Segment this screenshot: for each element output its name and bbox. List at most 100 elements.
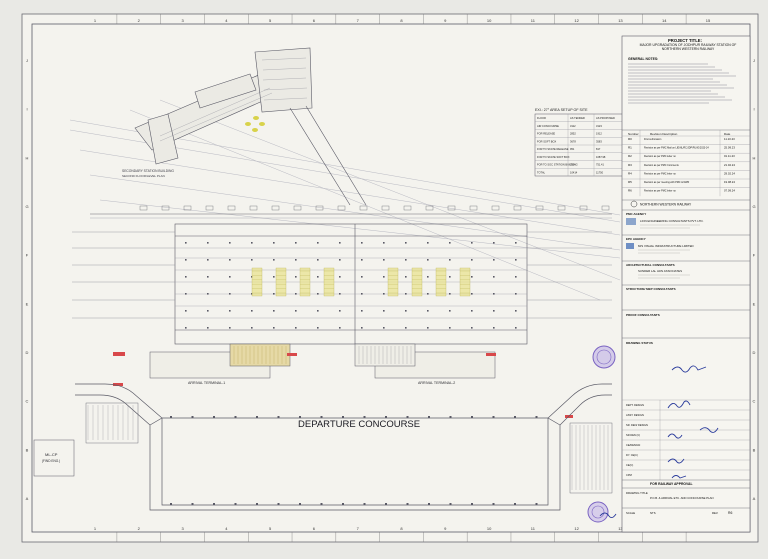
- grid-row-label-right: J: [753, 58, 755, 63]
- grid-col-label-top: 3: [181, 18, 184, 23]
- mlcp-box: [33, 439, 75, 477]
- secondary-building-label: SECONDARY STATION BUILDING: [122, 169, 174, 173]
- client-logo-icon: [630, 200, 638, 208]
- revision-description: Revision as per PMC letter no: [644, 190, 676, 193]
- grid-col-label-top: 4: [225, 18, 228, 23]
- grid-row-label-left: I: [26, 107, 27, 112]
- grid-col-label-top: 1: [94, 18, 97, 23]
- epc-name: M/S VISHAL INFRASTRUCTURE LIMITED: [638, 244, 694, 248]
- grid-col-label-bottom: 3: [181, 526, 184, 531]
- parking-right: [569, 422, 613, 494]
- grid-row-label-right: E: [753, 301, 756, 306]
- signature-row-label: CPM: [626, 473, 632, 477]
- signature-row-label: SR. DEN/ DESIGN: [626, 423, 648, 427]
- platform-markers: [90, 205, 612, 219]
- revision-date: 01.11.23: [724, 154, 735, 158]
- arrival-hatching: [233, 346, 412, 364]
- area-table-cell: FOR SOFT BOX: [537, 139, 557, 143]
- official-stamp-bottom-icon: [587, 501, 609, 523]
- signature-marks: [599, 365, 719, 519]
- area-table-cell: FOR TO SKATE SOFT BOX: [537, 155, 570, 159]
- architect-label: ARCHITECTURAL CONSULTANTS: [626, 263, 675, 267]
- area-table-cell: 10414: [570, 170, 578, 174]
- revision-number: R5: [628, 180, 632, 184]
- area-table-cell: TOTAL: [537, 170, 546, 174]
- signature-row-label: DY. CE(C): [626, 453, 638, 457]
- grid-col-label-top: 2: [138, 18, 141, 23]
- revision-header: Revision Description: [650, 132, 678, 136]
- revision-description: First submission: [644, 138, 662, 141]
- parking-left: [85, 402, 139, 444]
- area-table-cell: 1912: [596, 132, 602, 136]
- grid-row-label-right: H: [753, 155, 756, 160]
- grid-row-label-right: F: [753, 253, 756, 258]
- railway-approval-label: FOR RAILWAY APPROVAL: [650, 482, 693, 486]
- pmc-label: PMC AGENCY: [626, 212, 646, 216]
- arrival-terminal-2-label: ARRIVAL TERMINAL-2: [418, 381, 455, 385]
- area-table-cell: 3583: [596, 139, 602, 143]
- project-title-label: PROJECT TITLE:: [668, 38, 702, 43]
- pmc-logo-icon: [626, 218, 636, 225]
- revision-description: Revision as per PMC letter no: [644, 172, 676, 175]
- area-table: EXI.: 27° AREA SETUP OF SITE FLOOR AS TEN…: [534, 108, 624, 177]
- grid-col-label-bottom: 13: [618, 526, 623, 531]
- grid-col-label-top: 14: [662, 18, 667, 23]
- revision-header: Date: [724, 132, 731, 136]
- grid-col-label-bottom: 2: [138, 526, 141, 531]
- grid-row-label-left: B: [26, 447, 29, 452]
- grid-col-label-top: 9: [444, 18, 447, 23]
- grid-row-label-left: C: [26, 399, 29, 404]
- grid-row-label-right: G: [752, 204, 755, 209]
- revision-date: 21.02.24: [724, 163, 735, 167]
- grid-col-label-top: 11: [531, 18, 536, 23]
- signature-row-label: CE/DESIGN: [626, 443, 640, 447]
- grid-row-label-left: H: [26, 155, 29, 160]
- general-notes-text: [628, 63, 736, 104]
- mlcp-sublabel: (FIND ENG.): [42, 459, 60, 463]
- area-table-cell: 3678: [570, 139, 576, 143]
- revision-number: R2: [628, 154, 632, 158]
- drawing-title: P.O.B. & ARRIVAL ETC. AND CONCOURSE PLAN: [650, 496, 714, 500]
- revision-number: R1: [628, 146, 632, 150]
- revision-description: Revision as per PMC Mail on LIE/NL/RC/JD…: [644, 147, 709, 150]
- scale-label: SCALE: [626, 511, 635, 515]
- signature-row-label: ASST. DESIGN: [626, 413, 644, 417]
- area-table-cell: 951: [570, 147, 575, 151]
- grid-row-label-left: G: [25, 204, 28, 209]
- area-table-cell: FOR RELEASE: [537, 132, 555, 136]
- area-table-cell: 3123: [596, 124, 602, 128]
- grid-col-label-top: 15: [706, 18, 711, 23]
- grid-row-label-left: E: [26, 301, 29, 306]
- grid-col-label-top: 8: [400, 18, 403, 23]
- signature-table: DEPT. DESIGN ASST. DESIGN SR. DEN/ DESIGN S…: [622, 399, 750, 480]
- grid-col-label-top: 5: [269, 18, 272, 23]
- area-table-cell: FOR TO SKATE RELEASE: [537, 147, 569, 151]
- grid-row-label-left: A: [26, 496, 29, 501]
- area-table-title: EXI.: 27° AREA SETUP OF SITE: [535, 108, 588, 112]
- rev-value: R6: [728, 511, 732, 515]
- epc-label: EPC AGENCY: [626, 237, 646, 241]
- outer-tracks: [72, 231, 612, 319]
- revision-date: 29.02.24: [724, 171, 735, 175]
- revision-description: Revision as per PMC Comments: [644, 164, 679, 167]
- area-table-header: FLOOR: [537, 116, 546, 120]
- area-table-header: AS TENDER: [570, 116, 585, 120]
- signature-row-label: DEPT. DESIGN: [626, 403, 644, 407]
- structural-column-grid: [185, 242, 517, 329]
- grid-row-label-right: I: [753, 107, 754, 112]
- revision-header: Number: [628, 132, 639, 136]
- highlight-markers: [245, 116, 265, 132]
- grid-col-label-bottom: 5: [269, 526, 272, 531]
- secondary-building-sublabel: SECOND FLOOR/LEVEL PLAN: [122, 174, 165, 178]
- grid-col-label-top: 10: [487, 18, 492, 23]
- general-notes-label: GENERAL NOTES:: [628, 57, 658, 61]
- revision-number: R4: [628, 171, 632, 175]
- area-table-cell: FOR TO SOC STATION BUILDING: [537, 163, 578, 167]
- client-name: NORTHERN WESTERN RAILWAY: [640, 203, 692, 207]
- official-stamp-icon: [592, 345, 616, 369]
- signature-row-label: SR.DEN (C): [626, 433, 640, 437]
- grid-row-label-right: A: [753, 496, 756, 501]
